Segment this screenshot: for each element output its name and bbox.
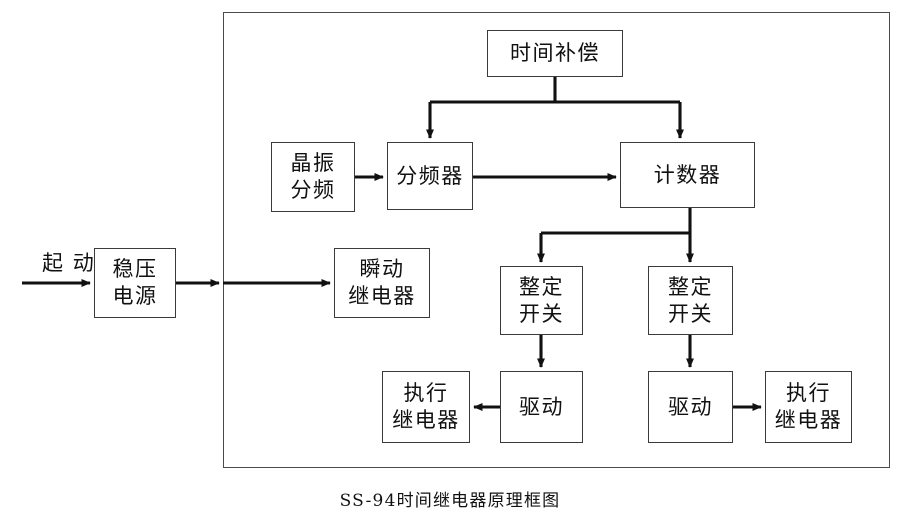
node-crystal-divider-line-2: 分频 (290, 178, 336, 202)
node-execution-relay-right-line-2: 继电器 (774, 408, 843, 432)
node-setting-switch-left[interactable]: 整定 开关 (500, 266, 583, 335)
node-frequency-divider-label: 分频器 (396, 163, 464, 188)
node-setting-switch-left-line-1: 整定 (519, 274, 564, 299)
node-instant-relay-line-2: 继电器 (348, 284, 416, 308)
node-frequency-divider[interactable]: 分频器 (387, 142, 473, 210)
node-time-compensation-label: 时间补偿 (510, 41, 600, 66)
node-instant-relay-line-1: 瞬动 (359, 257, 405, 282)
node-execution-relay-left[interactable]: 执行 继电器 (382, 371, 470, 443)
start-label-line-2: 动 (72, 251, 96, 275)
diagram-caption: SS-94时间继电器原理框图 (339, 491, 561, 511)
node-crystal-divider[interactable]: 晶振 分频 (271, 142, 355, 212)
node-regulated-power-supply-line-1: 稳压 (112, 257, 158, 282)
node-setting-switch-right-line-2: 开关 (668, 301, 713, 326)
node-regulated-power-supply[interactable]: 稳压 电源 (94, 248, 176, 318)
node-instant-relay[interactable]: 瞬动 继电器 (334, 248, 430, 318)
node-execution-relay-right[interactable]: 执行 继电器 (765, 371, 852, 443)
node-crystal-divider-line-1: 晶振 (290, 151, 336, 176)
node-drive-left-label: 驱动 (519, 394, 564, 419)
node-drive-right[interactable]: 驱动 (648, 371, 733, 443)
node-time-compensation[interactable]: 时间补偿 (487, 30, 623, 77)
node-setting-switch-left-line-2: 开关 (519, 301, 564, 326)
node-execution-relay-left-line-2: 继电器 (392, 408, 460, 432)
start-label: 起 动 (42, 250, 94, 277)
start-label-line-1: 起 (42, 251, 65, 275)
node-setting-switch-right-line-1: 整定 (668, 274, 713, 299)
node-setting-switch-right[interactable]: 整定 开关 (648, 266, 733, 335)
node-drive-right-label: 驱动 (668, 394, 713, 419)
node-counter[interactable]: 计数器 (620, 142, 755, 208)
node-execution-relay-right-line-1: 执行 (786, 381, 831, 406)
node-drive-left[interactable]: 驱动 (500, 371, 583, 443)
node-counter-label: 计数器 (653, 162, 722, 187)
node-regulated-power-supply-line-2: 电源 (112, 284, 158, 308)
node-execution-relay-left-line-1: 执行 (403, 381, 449, 406)
